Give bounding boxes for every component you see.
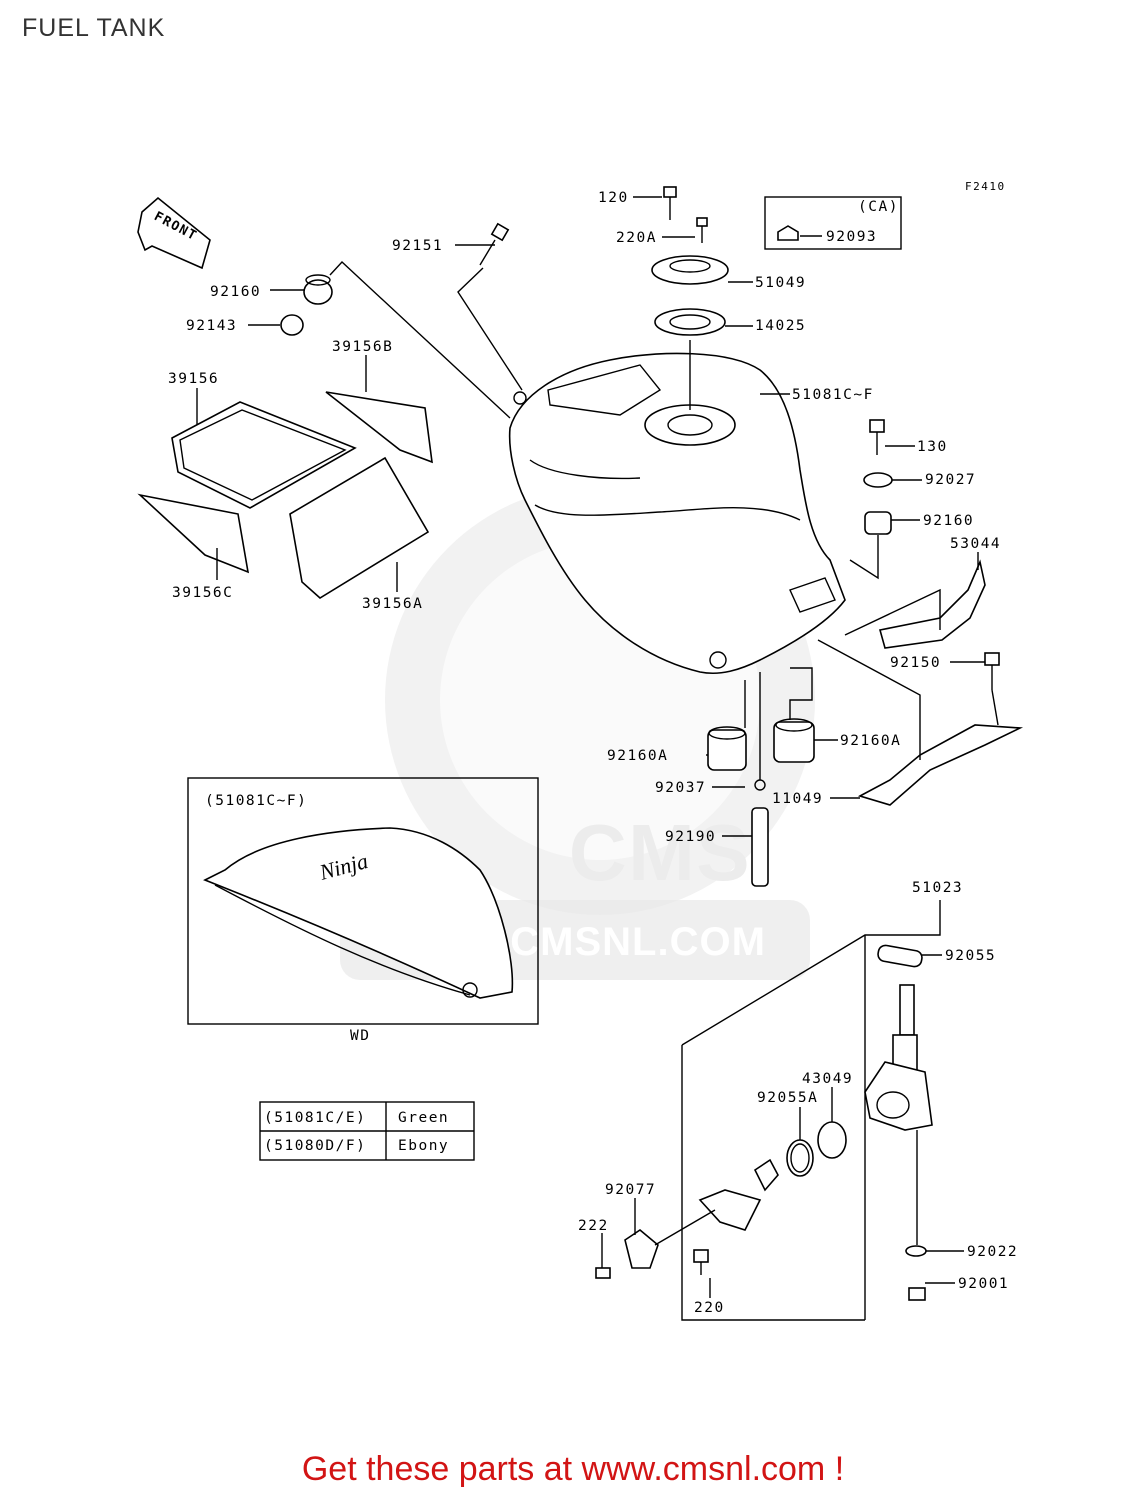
- label-92055A: 92055A: [757, 1090, 818, 1106]
- damper-92160A-right: [773, 667, 815, 763]
- label-39156A: 39156A: [362, 596, 423, 612]
- bolt-92151: [457, 222, 523, 391]
- ca-variant-box: (CA) 92093: [764, 196, 902, 250]
- color-table: (51081C/E) Green (51080D/F) Ebony: [259, 1101, 475, 1161]
- label-130: 130: [917, 439, 948, 455]
- collar-92143: [248, 314, 304, 336]
- inset-title: (51081C~F): [205, 793, 307, 809]
- label-92190: 92190: [665, 829, 716, 845]
- pad-39156B: [325, 391, 433, 464]
- color-name-2: Ebony: [398, 1138, 449, 1154]
- label-92022: 92022: [967, 1244, 1018, 1260]
- label-39156: 39156: [168, 371, 219, 387]
- label-53044: 53044: [950, 536, 1001, 552]
- clamp-92037: [754, 672, 766, 791]
- page-title: FUEL TANK: [22, 14, 166, 42]
- label-222: 222: [578, 1218, 609, 1234]
- label-92160A-right: 92160A: [840, 733, 901, 749]
- label-92160A-left: 92160A: [607, 748, 668, 764]
- ca-variant-title: (CA): [858, 199, 899, 215]
- label-92143: 92143: [186, 318, 237, 334]
- label-220: 220: [694, 1300, 725, 1316]
- label-51081: 51081C~F: [792, 387, 874, 403]
- label-92027: 92027: [925, 472, 976, 488]
- grommet-92160-top: [303, 261, 511, 419]
- washer-92027: [863, 472, 893, 488]
- damper-92160A-left: [707, 680, 747, 771]
- pad-39156: [171, 401, 357, 509]
- leader-lines: [196, 196, 985, 1298]
- inset-caption: WD: [350, 1028, 370, 1044]
- bolt-130: [869, 419, 885, 455]
- label-39156C: 39156C: [172, 585, 233, 601]
- figure-code: F2410: [965, 180, 1006, 193]
- label-51023: 51023: [912, 880, 963, 896]
- inset-box: (51081C~F) Ninja WD: [187, 777, 539, 1044]
- bracket-11049: [817, 639, 1024, 806]
- label-39156B: 39156B: [332, 339, 393, 355]
- label-120: 120: [598, 190, 629, 206]
- label-51049: 51049: [755, 275, 806, 291]
- label-92160-top: 92160: [210, 284, 261, 300]
- fuel-tap-assembly: [595, 900, 941, 1321]
- fuel-tank-body: [508, 352, 846, 675]
- filler-cap-assembly: [651, 186, 729, 410]
- bolt-92150: [984, 652, 1000, 726]
- label-43049: 43049: [802, 1071, 853, 1087]
- ca-variant-part: 92093: [826, 229, 877, 245]
- front-arrow-icon: FRONT: [137, 196, 211, 270]
- label-92055: 92055: [945, 948, 996, 964]
- part-labels: 120 220A 92151 51049 14025 92160 92143 3…: [168, 190, 1018, 1316]
- pad-39156A: [289, 456, 430, 599]
- get-parts-link[interactable]: Get these parts at www.cmsnl.com !: [301, 1450, 845, 1488]
- label-92037: 92037: [655, 780, 706, 796]
- grommet-92160-right: [849, 511, 892, 580]
- color-code-2: (51080D/F): [264, 1138, 366, 1154]
- watermark-logo: CMS: [569, 808, 751, 897]
- strip-53044: [844, 559, 986, 649]
- color-code-1: (51081C/E): [264, 1110, 366, 1126]
- label-92160-right: 92160: [923, 513, 974, 529]
- label-11049: 11049: [772, 791, 823, 807]
- label-14025: 14025: [755, 318, 806, 334]
- label-92151: 92151: [392, 238, 443, 254]
- pad-39156C: [137, 493, 250, 574]
- hose-92190: [751, 807, 769, 887]
- label-92150: 92150: [890, 655, 941, 671]
- label-220A: 220A: [616, 230, 657, 246]
- color-name-1: Green: [398, 1110, 449, 1126]
- label-92001: 92001: [958, 1276, 1009, 1292]
- label-92077: 92077: [605, 1182, 656, 1198]
